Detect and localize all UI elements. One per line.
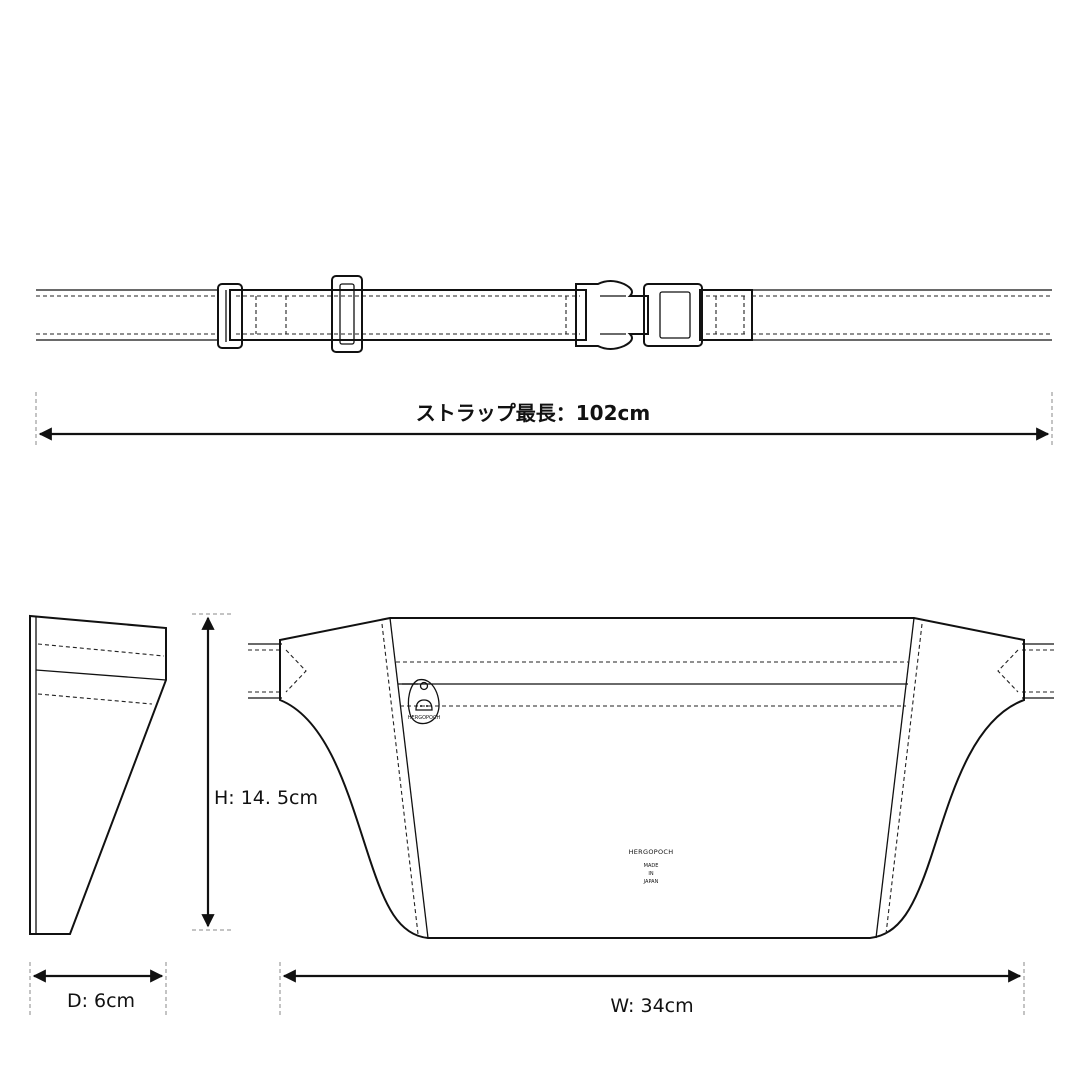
height-label: H: 14. 5cm (214, 787, 318, 809)
bag-front-view: HERGOPOCH HERGOPOCH MADE IN JAPAN (248, 617, 1054, 939)
width-label: W: 34cm (610, 995, 693, 1017)
bag-side-view (29, 614, 167, 935)
bag-in-print: IN (648, 871, 653, 877)
depth-dimension: D: 6cm (29, 962, 167, 1016)
zipper-tag-brand: HERGOPOCH (408, 715, 441, 721)
width-dimension: W: 34cm (279, 962, 1025, 1017)
depth-label: D: 6cm (67, 990, 135, 1012)
height-dimension: H: 14. 5cm (192, 613, 318, 931)
strap-length-label: ストラップ最長：102cm (416, 401, 650, 425)
bag-japan-print: JAPAN (643, 879, 659, 885)
strap-drawing (36, 275, 1052, 353)
bag-brand-print: HERGOPOCH (629, 848, 674, 856)
bag-made-print: MADE (644, 863, 659, 869)
strap-length-dimension: ストラップ最長：102cm (35, 392, 1053, 446)
